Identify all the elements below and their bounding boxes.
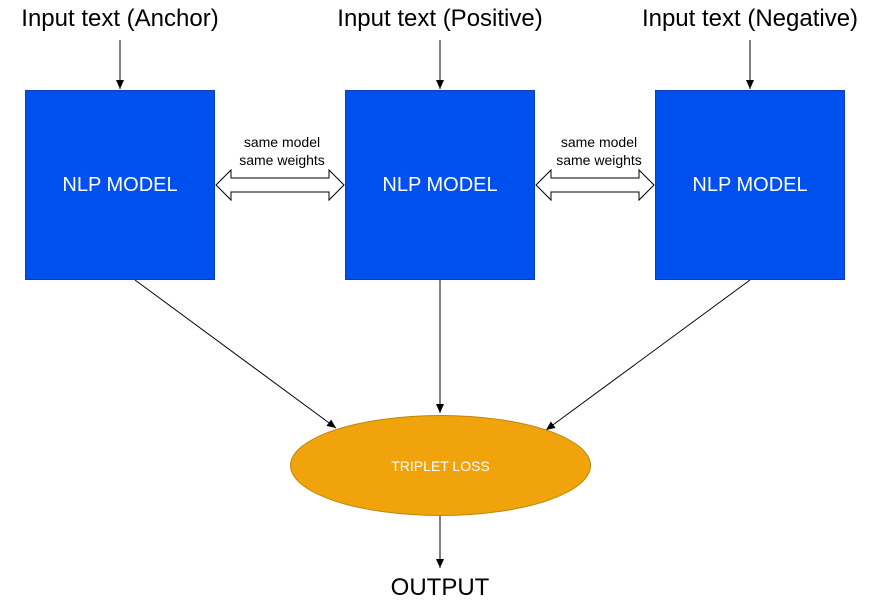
sharing-note-left-line-1: same model bbox=[243, 134, 321, 150]
triplet-loss-ellipse: TRIPLET LOSS bbox=[290, 415, 591, 516]
arrow-anchor-model-to-loss bbox=[134, 279, 337, 429]
output-label: OUTPUT bbox=[390, 574, 490, 601]
sharing-note-right-line-2: same weights bbox=[556, 152, 642, 168]
sharing-note-right: same model same weights bbox=[556, 133, 642, 169]
arrow-negative-model-to-loss bbox=[545, 279, 751, 431]
nlp-model-anchor-box: NLP MODEL bbox=[25, 90, 215, 280]
sharing-note-right-line-1: same model bbox=[560, 134, 638, 150]
sharing-note-left: same model same weights bbox=[239, 133, 325, 169]
double-arrow-anchor-positive bbox=[215, 168, 345, 202]
input-anchor-label: Input text (Anchor) bbox=[21, 5, 219, 32]
sharing-note-left-line-2: same weights bbox=[239, 152, 325, 168]
nlp-model-anchor-label: NLP MODEL bbox=[62, 173, 178, 196]
nlp-model-positive-label: NLP MODEL bbox=[382, 173, 498, 196]
nlp-model-negative-box: NLP MODEL bbox=[655, 90, 845, 280]
input-negative-label: Input text (Negative) bbox=[641, 5, 859, 32]
nlp-model-positive-box: NLP MODEL bbox=[345, 90, 535, 280]
triplet-loss-label: TRIPLET LOSS bbox=[391, 457, 490, 474]
double-arrow-positive-negative bbox=[535, 168, 655, 202]
nlp-model-negative-label: NLP MODEL bbox=[692, 173, 808, 196]
input-positive-label: Input text (Positive) bbox=[337, 5, 543, 32]
